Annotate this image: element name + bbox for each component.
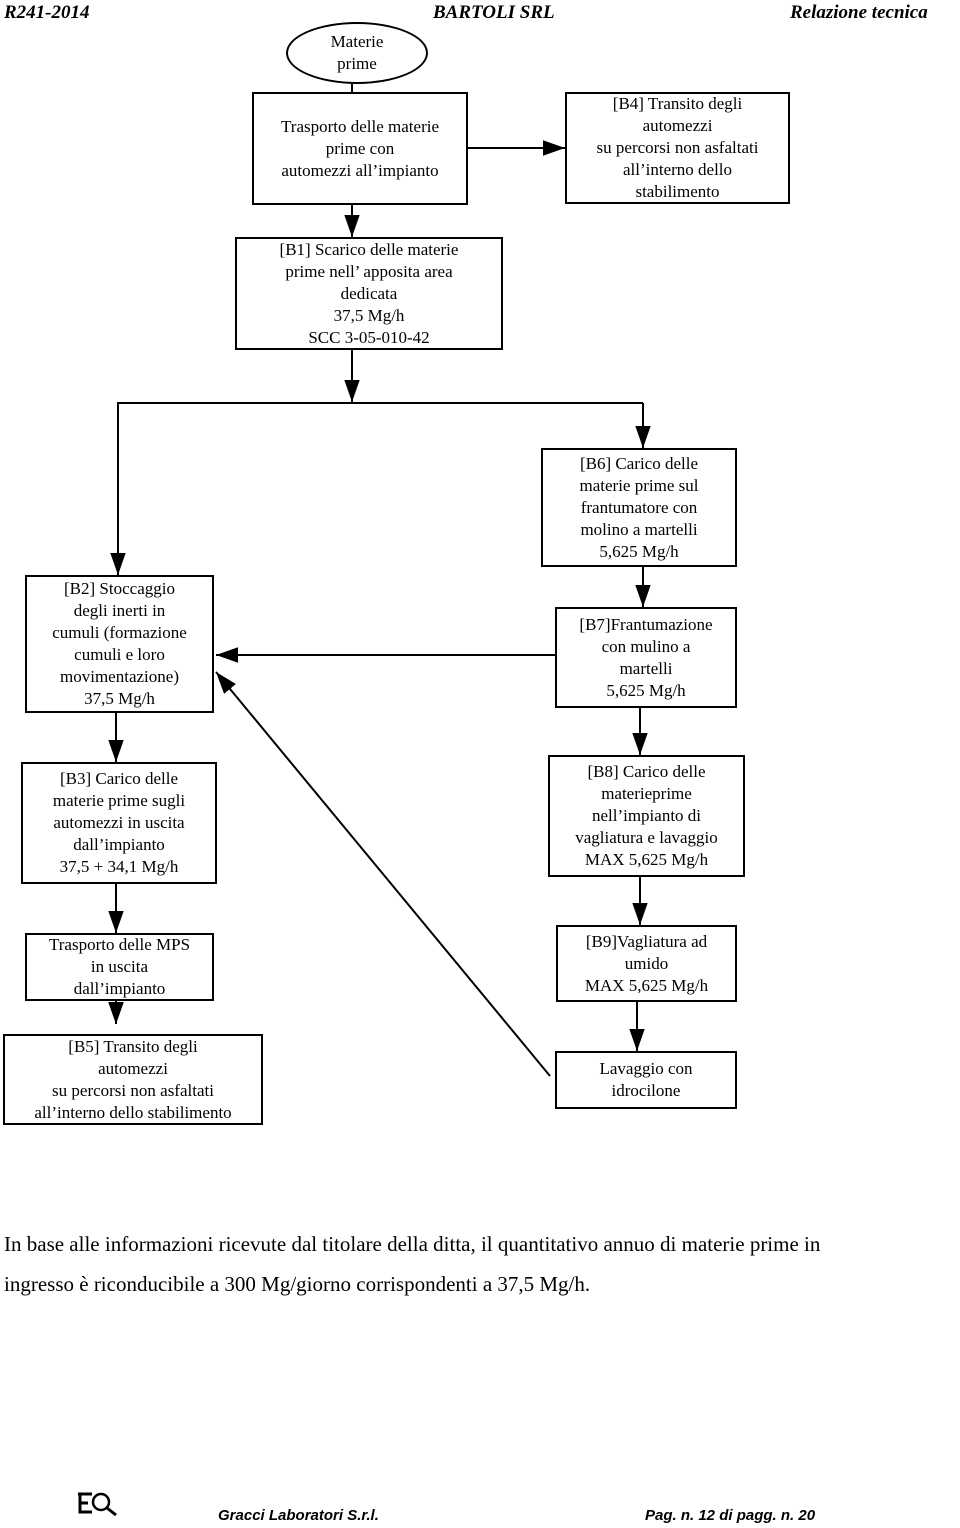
b9-box: [B9]Vagliatura ad umido MAX 5,625 Mg/h <box>556 925 737 1002</box>
b8-box: [B8] Carico delle materieprime nell’impi… <box>548 755 745 877</box>
transport-out-box: Trasporto delle MPS in uscita dall’impia… <box>25 933 214 1001</box>
b4-box: [B4] Transito degli automezzi su percors… <box>565 92 790 204</box>
footer-page: Pag. n. 12 di pagg. n. 20 <box>645 1507 816 1524</box>
document-code: R241-2014 <box>4 2 90 23</box>
b1-box: [B1] Scarico delle materie prime nell’ a… <box>235 237 503 350</box>
company-name: BARTOLI SRL <box>433 2 555 23</box>
b6-box: [B6] Carico delle materie prime sul fran… <box>541 448 737 567</box>
b3-box: [B3] Carico delle materie prime sugli au… <box>21 762 217 884</box>
paragraph-line-1: In base alle informazioni ricevute dal t… <box>4 1232 821 1256</box>
washing-box: Lavaggio con idrocilone <box>555 1051 737 1109</box>
body-paragraph: In base alle informazioni ricevute dal t… <box>4 1224 956 1304</box>
split-line <box>117 402 643 420</box>
footer-lab: Gracci Laboratori S.r.l. <box>218 1507 379 1524</box>
b5-box: [B5] Transito degli automezzi su percors… <box>3 1034 263 1125</box>
document-type: Relazione tecnica <box>790 2 928 23</box>
paragraph-line-2: ingresso è riconducibile a 300 Mg/giorno… <box>4 1272 591 1296</box>
lab-logo-icon <box>78 1492 117 1516</box>
arrow-washing-to-b2 <box>215 671 551 1077</box>
transport-in-box: Trasporto delle materie prime con autome… <box>252 92 468 205</box>
raw-materials-start: Materie prime <box>286 22 428 84</box>
b7-box: [B7]Frantumazione con mulino a martelli … <box>555 607 737 708</box>
b2-box: [B2] Stoccaggio degli inerti in cumuli (… <box>25 575 214 713</box>
